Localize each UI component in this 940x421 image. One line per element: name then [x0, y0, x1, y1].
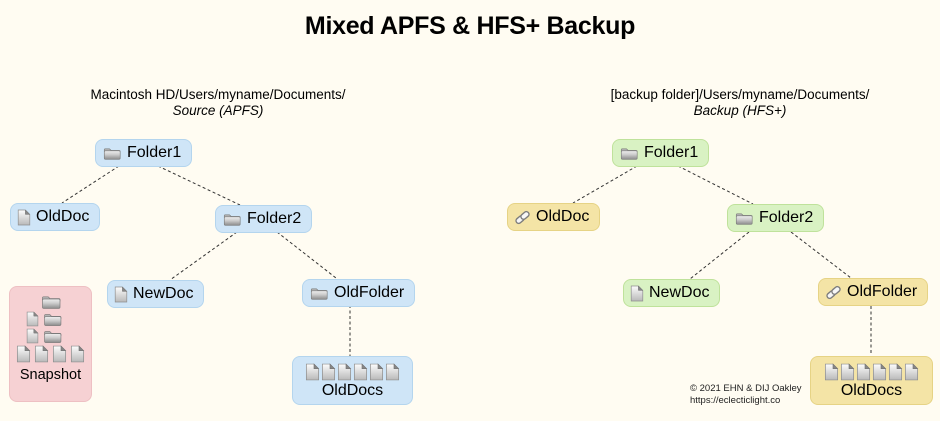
document-icon	[369, 363, 384, 381]
document-icons-row	[305, 363, 400, 381]
node-source-olddocs: OldDocs	[292, 356, 413, 405]
node-source-oldfolder: OldFolder	[302, 279, 416, 307]
node-backup-olddoc: OldDoc	[507, 203, 601, 231]
node-source-snapshot: Snapshot	[9, 286, 92, 402]
node-backup-newdoc: NewDoc	[623, 279, 721, 307]
document-icon	[840, 363, 855, 381]
folder-icon	[309, 286, 329, 301]
folder-icon	[619, 146, 639, 161]
document-icons-row	[824, 363, 919, 381]
node-label: OldDocs	[321, 382, 384, 399]
snapshot-row-1	[40, 294, 62, 310]
folder-icon	[40, 294, 62, 310]
source-path-label: Macintosh HD/Users/myname/Documents/	[90, 87, 346, 102]
node-label: Folder1	[644, 144, 699, 161]
snapshot-row-3	[26, 328, 63, 344]
node-label: NewDoc	[133, 285, 194, 302]
node-source-folder1: Folder1	[95, 139, 193, 167]
document-icon	[856, 363, 871, 381]
node-source-folder2: Folder2	[215, 205, 313, 233]
folder-icon	[222, 212, 242, 227]
document-icon	[824, 363, 839, 381]
folder-icon	[102, 146, 122, 161]
document-icon	[305, 363, 320, 381]
backup-path-label: [backup folder]/Users/myname/Documents/	[610, 87, 870, 102]
node-backup-olddocs: OldDocs	[810, 356, 933, 405]
document-icon	[26, 311, 39, 327]
hardlink-icon	[514, 209, 531, 226]
document-icon	[52, 345, 67, 363]
website-url: https://eclecticlight.co	[690, 395, 781, 406]
copyright-line: © 2021 EHN & DIJ Oakley	[690, 383, 802, 394]
backup-tree-header: [backup folder]/Users/myname/Documents/ …	[560, 87, 920, 119]
node-label: Folder2	[759, 209, 814, 226]
document-icon	[904, 363, 919, 381]
snapshot-row-4	[16, 345, 85, 363]
document-icon	[872, 363, 887, 381]
node-backup-folder1: Folder1	[612, 139, 710, 167]
folder-icon	[42, 329, 63, 344]
node-backup-folder2: Folder2	[727, 204, 825, 232]
document-icon	[353, 363, 368, 381]
document-icon	[17, 209, 31, 226]
node-label: NewDoc	[649, 284, 710, 301]
node-label: Folder2	[247, 210, 302, 227]
document-icon	[26, 328, 39, 344]
folder-icon	[734, 211, 754, 226]
document-icon	[337, 363, 352, 381]
document-icon	[888, 363, 903, 381]
node-label: Folder1	[127, 144, 182, 161]
node-source-newdoc: NewDoc	[107, 280, 205, 308]
page-title: Mixed APFS & HFS+ Backup	[304, 12, 636, 40]
node-backup-oldfolder: OldFolder	[818, 278, 929, 306]
document-icon	[321, 363, 336, 381]
node-label: OldFolder	[847, 283, 918, 300]
hardlink-icon	[825, 284, 842, 301]
node-source-olddoc: OldDoc	[10, 203, 101, 231]
document-icon	[114, 286, 128, 303]
node-label: Snapshot	[19, 367, 82, 383]
folder-icon	[42, 312, 63, 327]
document-icon	[34, 345, 49, 363]
source-subtitle: Source (APFS)	[172, 103, 264, 118]
node-label: OldDocs	[840, 382, 903, 399]
document-icon	[70, 345, 85, 363]
backup-subtitle: Backup (HFS+)	[693, 103, 787, 118]
snapshot-row-2	[26, 311, 63, 327]
node-label: OldDoc	[536, 208, 590, 225]
source-tree-header: Macintosh HD/Users/myname/Documents/ Sou…	[38, 87, 398, 119]
document-icon	[16, 345, 31, 363]
copyright-note: © 2021 EHN & DIJ Oakley https://eclectic…	[690, 383, 802, 407]
document-icon	[630, 285, 644, 302]
node-label: OldDoc	[36, 208, 90, 225]
node-label: OldFolder	[334, 284, 405, 301]
document-icon	[385, 363, 400, 381]
